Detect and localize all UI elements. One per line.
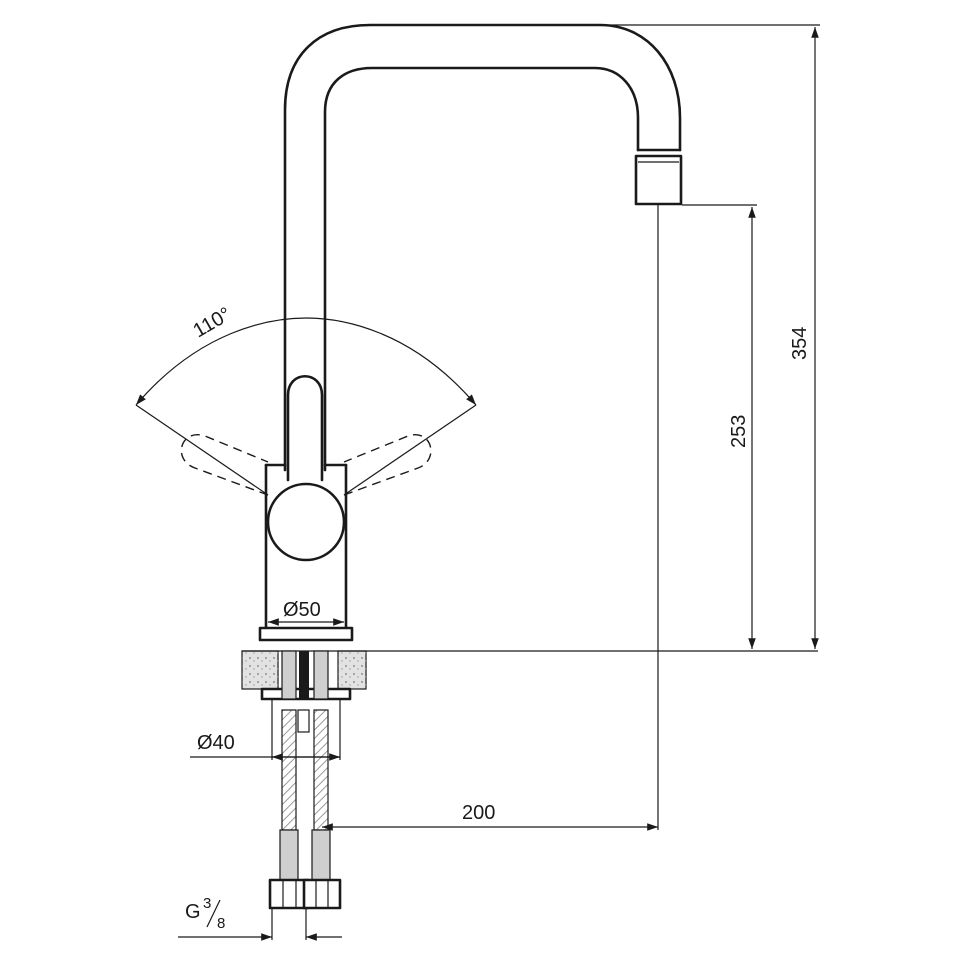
mounting-stud	[297, 651, 310, 733]
swivel-angle-arc	[135, 317, 477, 496]
hose-left	[268, 650, 310, 910]
spout	[283, 23, 682, 472]
lever-handle	[266, 374, 346, 562]
hose-right	[302, 650, 342, 910]
lever-rotated-left	[180, 434, 269, 496]
spout-height-dimension	[682, 204, 757, 649]
thread-numerator: 3	[203, 895, 211, 912]
total-height-label: 354	[789, 327, 811, 360]
thread-label: G 3 8	[185, 895, 225, 932]
thread-denominator: 8	[217, 915, 225, 932]
swivel-angle-label: 110°	[190, 303, 236, 342]
lever-rotated-right	[343, 434, 432, 496]
reach-dimension	[322, 205, 659, 831]
spout-height-label: 253	[728, 415, 750, 448]
total-height-dimension	[600, 24, 820, 649]
thread-dimension	[178, 908, 342, 941]
reach-label: 200	[462, 802, 495, 824]
faucet-body	[258, 463, 354, 642]
base-diameter-label: Ø40	[197, 732, 235, 754]
body-diameter-label: Ø50	[283, 599, 321, 621]
base-diameter-dimension	[190, 700, 341, 761]
aerator	[634, 154, 683, 206]
thread-prefix: G	[185, 901, 201, 923]
countertop	[241, 650, 367, 690]
